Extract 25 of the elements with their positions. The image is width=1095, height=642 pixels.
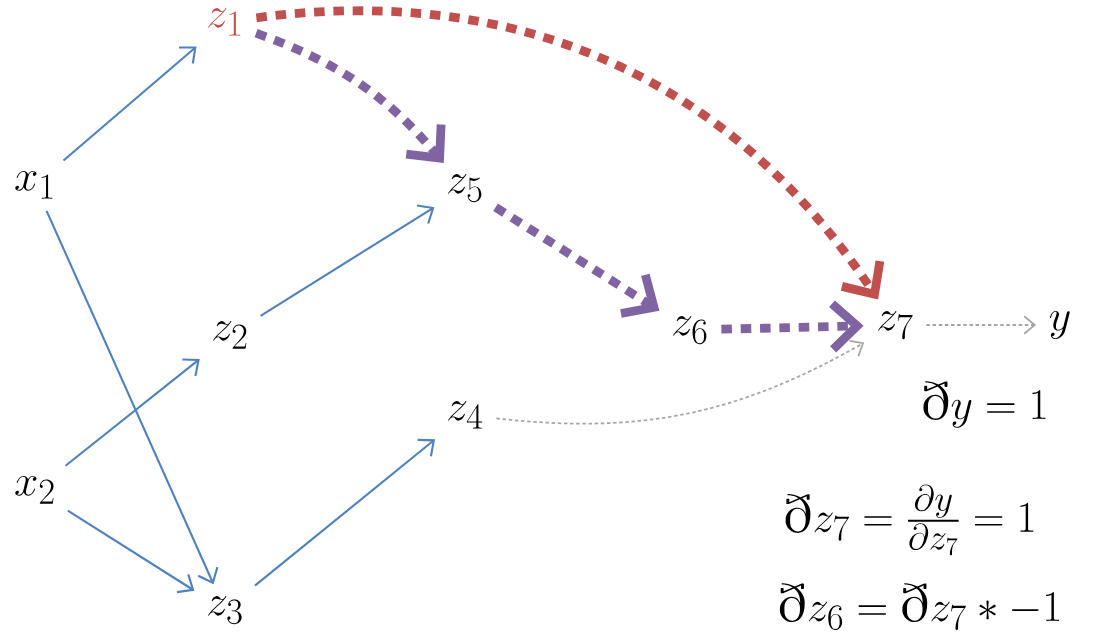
variable-label: $z_4$ (448, 400, 483, 429)
variable-label: $z_3$ (208, 595, 242, 625)
arrow (67, 509, 195, 594)
variable-label: $x_2$ (15, 475, 54, 504)
arrow (721, 300, 864, 353)
variable-label: $z_7$ (878, 310, 913, 340)
variable-label: $z_1$ (208, 7, 241, 36)
variable-label: $z_6$ (673, 315, 707, 345)
formula: $\eth y = 1$ (923, 381, 1046, 428)
arrow (260, 204, 435, 317)
arrow (62, 46, 197, 162)
arrow (255, 6, 885, 300)
arrow (254, 29, 446, 163)
variable-label: $y$ (1049, 310, 1070, 340)
arrow (254, 438, 436, 587)
formula: $\eth z_6 = \eth z_7 * -1$ (779, 583, 1060, 630)
variable-label: $z_2$ (213, 320, 247, 349)
arrow (495, 339, 865, 425)
variable-label: $x_1$ (15, 170, 53, 199)
formula: $\eth z_7 = \frac{\partial y}{\partial z_7} = 1$ (785, 484, 1034, 556)
arrow (925, 315, 1037, 335)
arrow (493, 203, 660, 318)
arrow (64, 358, 200, 467)
arrow (45, 210, 219, 585)
variable-label: $z_5$ (448, 173, 482, 203)
